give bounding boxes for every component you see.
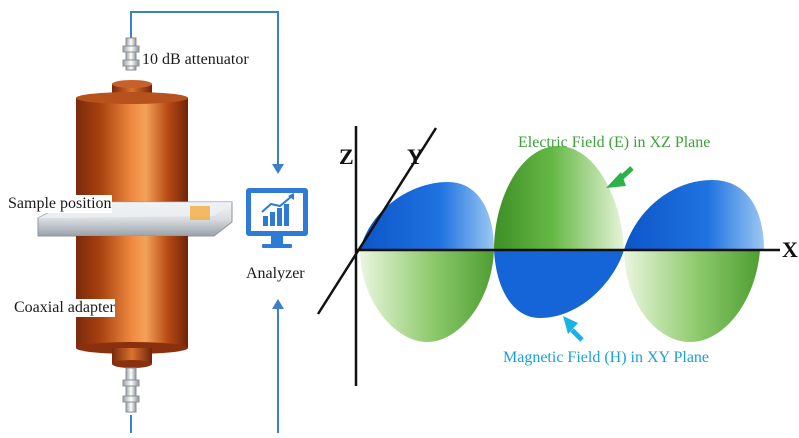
analyzer-chart-icon [246,188,308,248]
measurement-setup [37,11,308,433]
upper-cylinder [76,92,188,210]
magnetic-field-lobe-3 [624,180,764,250]
up-arrow-icon [272,299,284,309]
electric-field-lobe-down-2 [624,250,760,342]
down-arrow-icon [272,164,284,174]
coaxial-adapter-label: Coaxial adapter [14,299,115,317]
cable-arrows [272,164,284,309]
bottom-connector [122,367,140,413]
magnetic-field-lobe-2 [494,250,624,318]
z-axis-label: Z [339,144,354,169]
top-connector [122,37,140,71]
electric-field-label: Electric Field (E) in XZ Plane [518,134,711,151]
y-axis [316,127,438,315]
lower-cylinder [76,236,188,354]
analyzer-label: Analyzer [246,265,305,282]
magnetic-field-label: Magnetic Field (H) in XY Plane [503,349,710,366]
magnetic-arrow-icon [563,316,584,342]
em-wave [316,126,780,386]
top-cable-line [130,11,279,168]
attenuator-label: 10 dB attenuator [142,51,249,68]
axes [316,126,780,386]
bottom-cap [112,348,152,368]
magnetic-field-lobe-1 [360,182,494,250]
electric-arrow-icon [606,166,634,188]
bottom-cable-line [130,305,279,433]
x-axis-label: X [782,237,798,262]
y-axis-label: Y [407,144,423,169]
electric-field-lobe-up [494,146,624,250]
electric-field-lobe-down-1 [360,250,494,342]
connection-lines [130,11,279,433]
sample-position-label: Sample position [8,195,112,213]
